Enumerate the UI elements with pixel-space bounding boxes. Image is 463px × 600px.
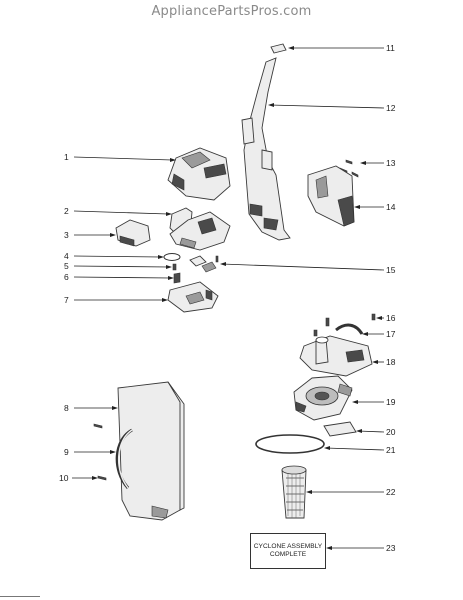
callout-11: 11 — [386, 43, 395, 53]
callout-19: 19 — [386, 397, 396, 407]
assembly-label-line2: COMPLETE — [269, 551, 307, 558]
part-17-curved-clip — [335, 323, 364, 335]
callout-13: 13 — [386, 158, 396, 168]
part-20-seal-strip — [323, 421, 357, 437]
part-4-ring — [163, 253, 181, 261]
callout-12: 12 — [386, 103, 396, 113]
callout-15: 15 — [386, 265, 396, 275]
part-15-latch-parts — [189, 255, 219, 273]
callout-14: 14 — [386, 202, 396, 212]
callout-17: 17 — [386, 329, 396, 339]
part-21-ring — [255, 434, 325, 454]
callout-8: 8 — [64, 403, 69, 413]
callout-23: 23 — [386, 543, 396, 553]
part-12-upper-handle — [241, 57, 291, 241]
callout-21: 21 — [386, 445, 396, 455]
part-14-handle-cover — [307, 165, 355, 227]
callout-5: 5 — [64, 261, 69, 271]
site-watermark: AppliancePartsPros.com — [151, 4, 312, 19]
part-8-dirt-cup — [117, 381, 185, 521]
callout-4: 4 — [64, 251, 69, 261]
callout-22: 22 — [386, 487, 396, 497]
part-1-lid — [167, 147, 231, 201]
part-3-clip — [115, 219, 151, 247]
part-2-housing — [169, 207, 231, 251]
part-9-handle-grip — [115, 428, 133, 489]
leader-lines — [72, 46, 385, 550]
assembly-label-line1: CYCLONE ASSEMBLY — [253, 543, 323, 550]
part-22-filter — [281, 465, 307, 519]
callout-18: 18 — [386, 357, 396, 367]
callout-10: 10 — [59, 473, 69, 483]
part-19-cyclone-body — [293, 375, 353, 421]
cyclone-assembly-label: CYCLONE ASSEMBLY COMPLETE — [250, 533, 326, 569]
callout-2: 2 — [64, 206, 69, 216]
part-16-screws — [313, 313, 376, 337]
callout-6: 6 — [64, 272, 69, 282]
part-7-base-plate — [167, 281, 219, 313]
part-18-cyclone-top — [299, 335, 373, 377]
callout-7: 7 — [64, 295, 69, 305]
part-5-pin — [172, 263, 177, 271]
callout-9: 9 — [64, 447, 69, 457]
callout-20: 20 — [386, 427, 396, 437]
callout-16: 16 — [386, 313, 396, 323]
bottom-divider — [0, 596, 40, 597]
part-10-screw — [93, 423, 107, 481]
part-11-handle-cap — [270, 43, 287, 54]
callout-numbers: 1 2 3 4 5 6 7 8 9 10 11 12 13 14 15 16 1… — [59, 43, 396, 553]
callout-3: 3 — [64, 230, 69, 240]
part-6-spring — [173, 272, 181, 284]
callout-1: 1 — [64, 152, 69, 162]
